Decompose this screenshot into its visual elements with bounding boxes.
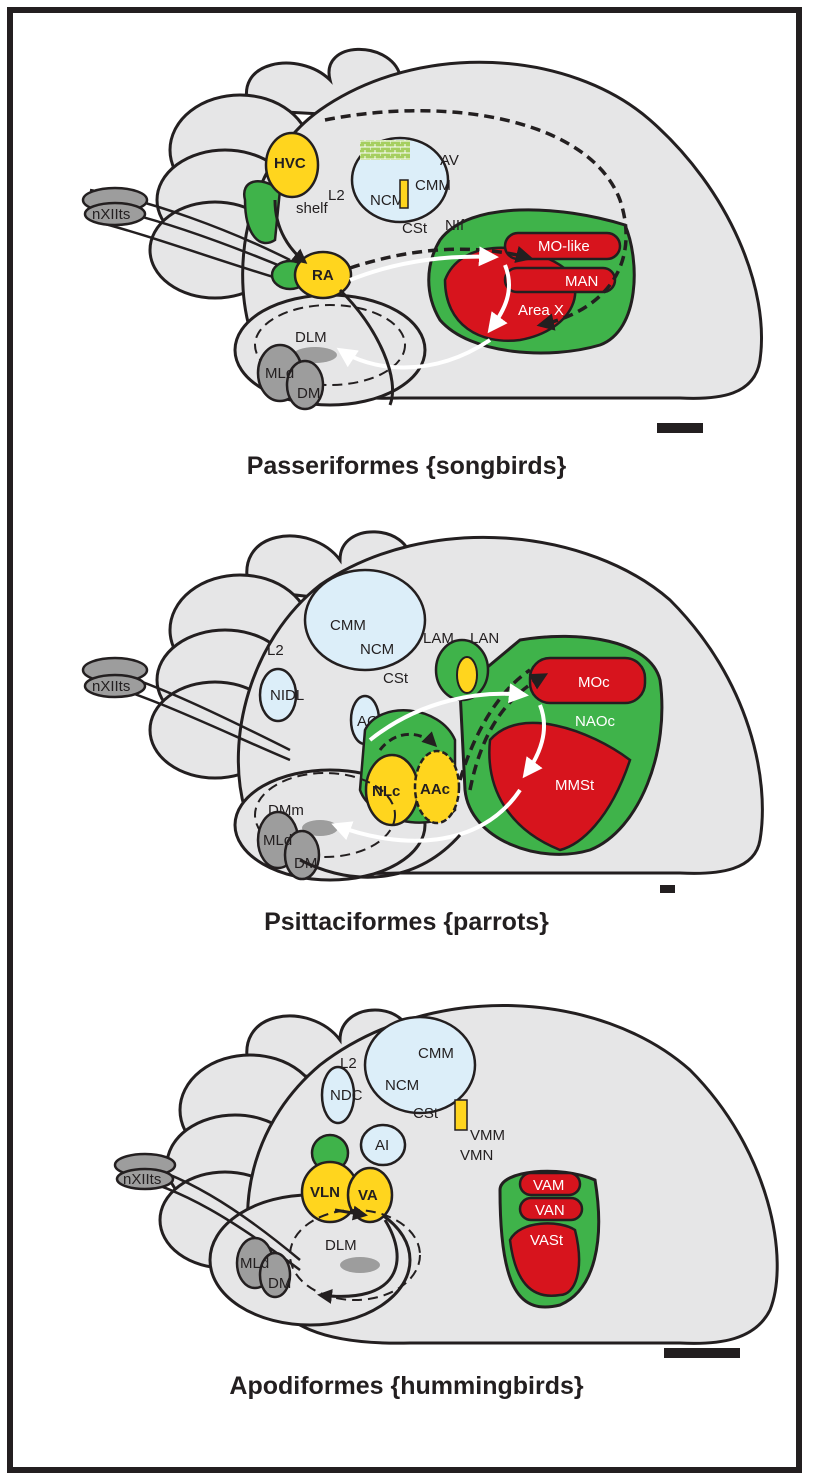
label-cmm-3: CMM (418, 1045, 454, 1062)
label-dm-3: DM (268, 1275, 291, 1292)
label-av: AV (440, 152, 459, 169)
label-lan: LAN (470, 630, 499, 647)
label-cst-2: CSt (383, 670, 409, 687)
label-mld-3: MLd (240, 1255, 269, 1272)
label-naoc: NAOc (575, 713, 616, 730)
label-cmm-2: CMM (330, 617, 366, 634)
label-cst-3: CSt (413, 1105, 439, 1122)
label-area-x: Area X (518, 302, 564, 319)
caption-hummingbirds: Apodiformes {hummingbirds} (0, 1372, 813, 1401)
label-ncm-2: NCM (360, 641, 394, 658)
label-l2-2: L2 (267, 642, 284, 659)
label-mmst: MMSt (555, 777, 595, 794)
label-vast: VASt (530, 1232, 564, 1249)
scale-bar-2 (660, 885, 675, 893)
label-moc: MOc (578, 674, 610, 691)
songbird-brain-diagram: nXIIts MO-like MAN Area X CMM NCM L2 CSt… (0, 0, 813, 490)
label-mld-2: MLd (263, 832, 292, 849)
label-dm: DM (297, 385, 320, 402)
label-ai: AI (375, 1137, 389, 1154)
label-aac: AAc (420, 781, 450, 798)
caption-parrots: Psittaciformes {parrots} (0, 908, 813, 937)
label-nxiits-3: nXIIts (123, 1171, 161, 1188)
label-mld: MLd (265, 365, 294, 382)
label-nidl: NIDL (270, 687, 304, 704)
panel-parrots: nXIIts MOc NAOc MMSt CMM NCM L2 CSt NIDL… (0, 490, 813, 960)
scale-bar (657, 423, 703, 433)
label-vln: VLN (310, 1184, 340, 1201)
label-ncm-3: NCM (385, 1077, 419, 1094)
label-nxiits-2: nXIIts (92, 678, 130, 695)
label-vmn: VMN (460, 1147, 493, 1164)
caption-songbirds: Passeriformes {songbirds} (0, 452, 813, 481)
label-ndc: NDC (330, 1087, 363, 1104)
label-van: VAN (535, 1202, 565, 1219)
label-ra: RA (312, 267, 334, 284)
label-dlm: DLM (295, 329, 327, 346)
scale-bar-3 (664, 1348, 740, 1358)
label-cmm: CMM (415, 177, 451, 194)
label-man: MAN (565, 273, 598, 290)
label-mo-like: MO-like (538, 238, 590, 255)
label-ncm: NCM (370, 192, 404, 209)
label-dlm-3: DLM (325, 1237, 357, 1254)
label-shelf: shelf (296, 200, 329, 217)
label-vam: VAM (533, 1177, 564, 1194)
label-hvc: HVC (274, 155, 306, 172)
parrot-brain-diagram: nXIIts MOc NAOc MMSt CMM NCM L2 CSt NIDL… (0, 490, 813, 960)
label-vmm: VMM (470, 1127, 505, 1144)
label-nif: NIf (445, 217, 465, 234)
label-lam: LAM (423, 630, 454, 647)
panel-hummingbirds: nXIIts VAM VAN VASt CMM NCM L2 CSt NDC A… (0, 960, 813, 1460)
label-l2: L2 (328, 187, 345, 204)
label-cst: CSt (402, 220, 428, 237)
panel-songbirds: nXIIts MO-like MAN Area X CMM NCM L2 CSt… (0, 0, 813, 490)
label-nxiits: nXIIts (92, 206, 130, 223)
label-va: VA (358, 1187, 378, 1204)
